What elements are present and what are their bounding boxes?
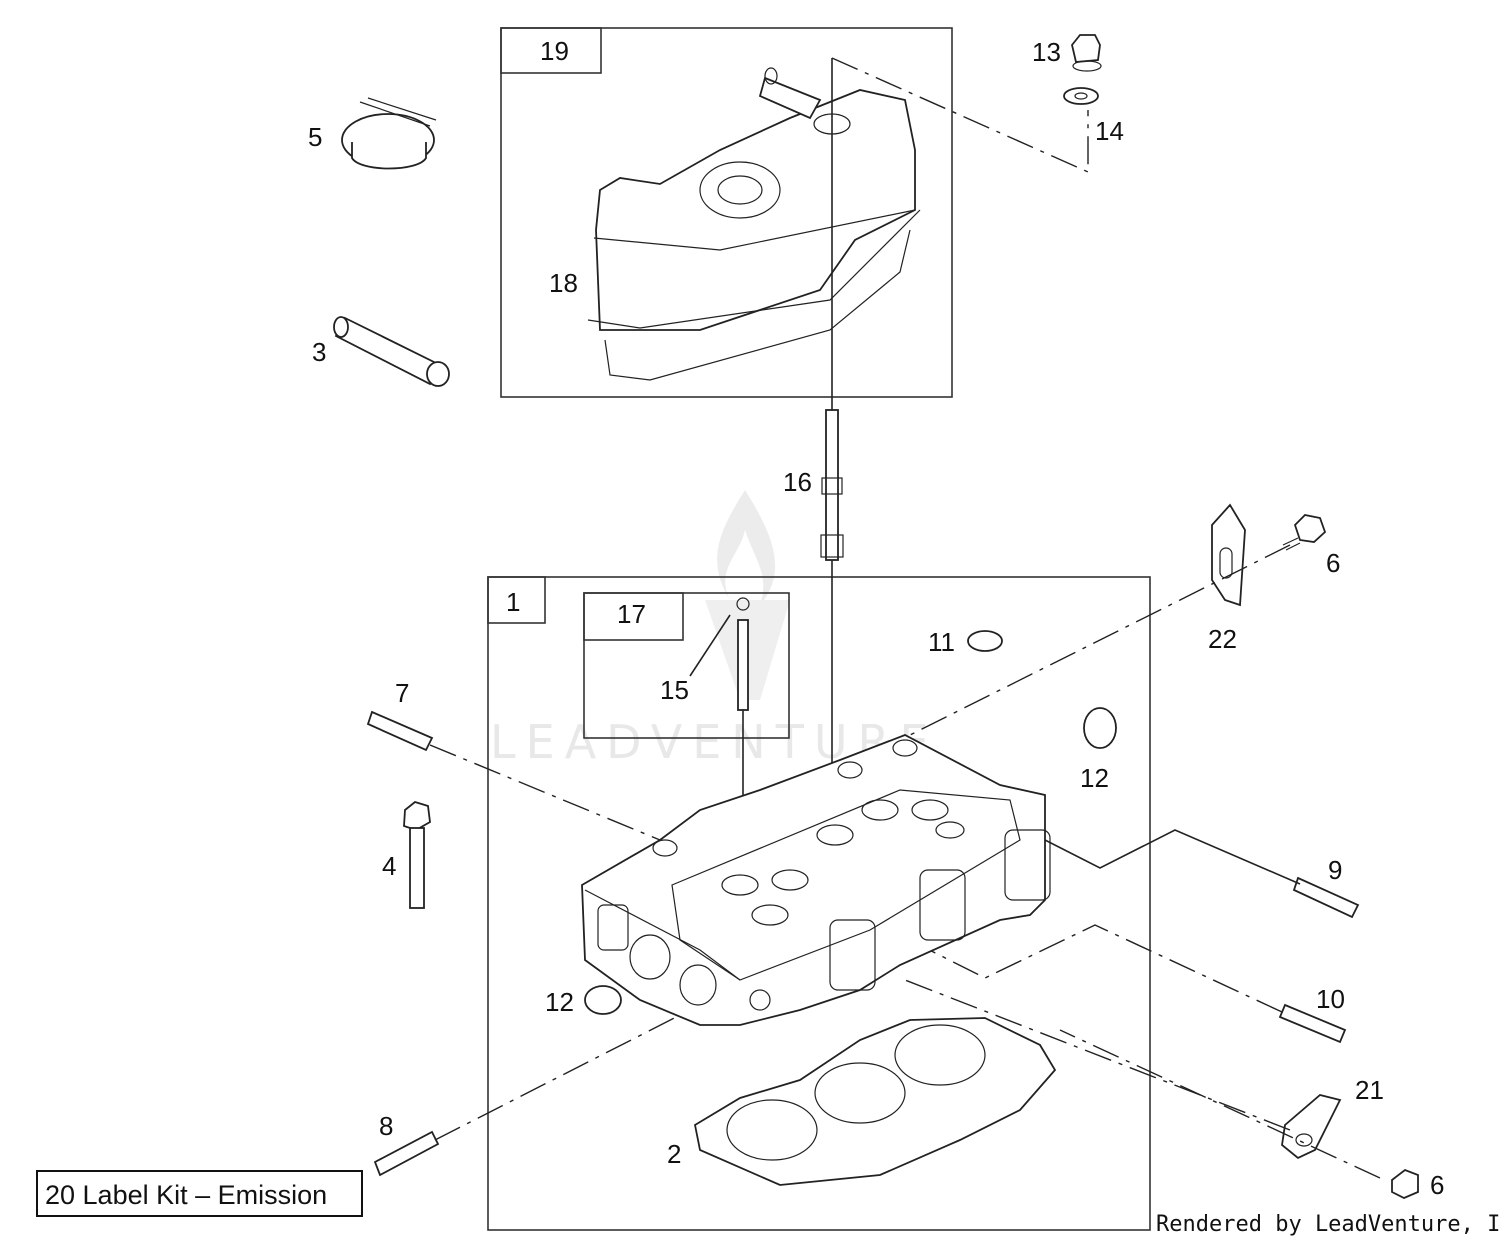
label-kit-box: 20 Label Kit – Emission xyxy=(36,1170,363,1217)
callout-12-left: 12 xyxy=(545,987,574,1017)
callout-11: 11 xyxy=(928,627,955,657)
callout-18: 18 xyxy=(549,268,578,298)
leader-6-top xyxy=(899,544,1291,741)
pushrod-part xyxy=(820,409,844,561)
callout-8: 8 xyxy=(379,1111,393,1141)
callout-5: 5 xyxy=(308,122,322,152)
label-kit-text: 20 Label Kit – Emission xyxy=(45,1180,327,1210)
plug-12-right-part xyxy=(1083,707,1117,749)
cylinder-head-part xyxy=(581,734,1051,1026)
box-1 xyxy=(487,576,1151,1231)
hanger-bracket-part xyxy=(1211,503,1246,607)
leader-7 xyxy=(429,744,661,841)
callout-6-bottom: 6 xyxy=(1430,1170,1444,1200)
callout-19: 19 xyxy=(540,36,569,66)
callout-9: 9 xyxy=(1328,855,1342,885)
box-17 xyxy=(583,592,790,739)
callout-13: 13 xyxy=(1032,37,1061,67)
callout-4: 4 xyxy=(382,851,396,881)
callout-21: 21 xyxy=(1355,1075,1384,1105)
leader-8 xyxy=(434,1009,691,1141)
callout-6-top: 6 xyxy=(1326,548,1340,578)
callout-2: 2 xyxy=(667,1139,681,1169)
plug-11-part xyxy=(967,630,1003,652)
breather-bolt-part xyxy=(1071,34,1102,72)
rendered-by-credit: Rendered by LeadVenture, Inc. xyxy=(1156,1212,1500,1237)
stud-7-part xyxy=(366,710,434,752)
leader-9 xyxy=(1044,829,1301,885)
callout-10: 10 xyxy=(1316,984,1345,1014)
bolt-4-part xyxy=(403,800,431,909)
callout-17: 17 xyxy=(617,599,646,629)
plug-12-left-part xyxy=(584,985,622,1015)
oil-cap-part xyxy=(341,97,437,170)
leader-21 xyxy=(904,979,1291,1131)
valve-cover-part xyxy=(587,67,921,381)
callout-7: 7 xyxy=(395,678,409,708)
washer-part xyxy=(1063,87,1099,105)
bolt-6-top-part xyxy=(1282,514,1327,551)
callout-12-right: 12 xyxy=(1080,763,1109,793)
callout-14: 14 xyxy=(1095,116,1124,146)
callout-1: 1 xyxy=(506,587,520,617)
tube-part xyxy=(333,316,450,387)
leader-15 xyxy=(689,614,731,677)
head-gasket-part xyxy=(693,1017,1057,1186)
stud-8-part xyxy=(373,1130,440,1177)
callout-16: 16 xyxy=(783,467,812,497)
clamp-21-part xyxy=(1281,1094,1342,1160)
leader-6-bottom xyxy=(1059,1029,1381,1179)
callout-3: 3 xyxy=(312,337,326,367)
box-19 xyxy=(500,27,953,398)
callout-22: 22 xyxy=(1208,624,1237,654)
stud-10-part xyxy=(1278,1003,1347,1044)
bolt-6-bottom-part xyxy=(1391,1168,1419,1199)
stud-9-part xyxy=(1292,876,1360,919)
callout-15: 15 xyxy=(660,675,689,705)
leadventure-watermark: LEADVENTURE xyxy=(490,490,929,769)
